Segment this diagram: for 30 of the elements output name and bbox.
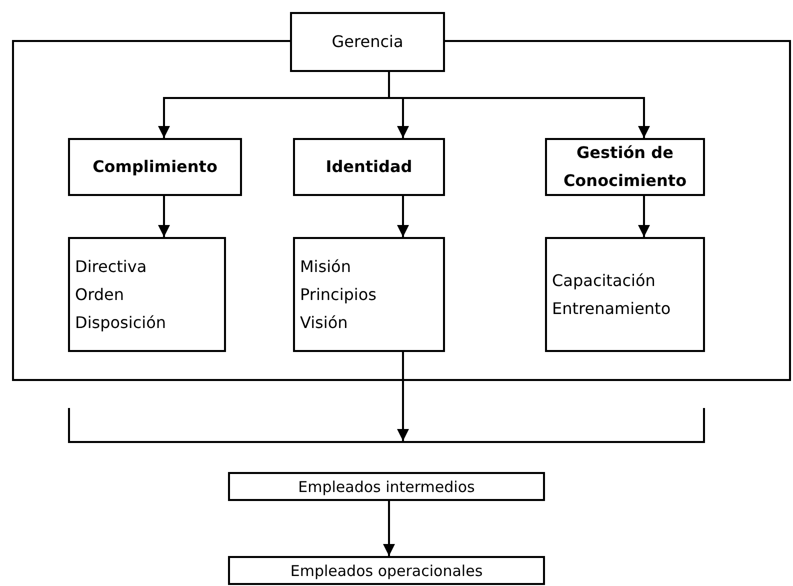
- arrow: [383, 501, 395, 556]
- box-label: Empleados intermedios: [298, 476, 475, 498]
- list-box: [68, 237, 226, 352]
- process-box: [290, 12, 445, 72]
- arrow: [638, 196, 650, 237]
- process-box: [68, 138, 242, 196]
- list-item: Orden: [75, 284, 124, 306]
- arrow: [397, 196, 409, 237]
- arrow: [388, 72, 650, 138]
- list-item: Principios: [300, 284, 376, 306]
- process-box: [228, 472, 545, 501]
- box-label: Identidad: [326, 156, 412, 178]
- list-item: Entrenamiento: [552, 298, 671, 320]
- list-item: Disposición: [75, 312, 166, 334]
- bracket: [68, 408, 705, 443]
- process-box: [293, 138, 445, 196]
- list-item: Visión: [300, 312, 348, 334]
- list-box: [545, 237, 705, 352]
- arrow: [397, 352, 409, 441]
- process-box: [545, 138, 705, 196]
- box-label: Gestión de Conocimiento: [562, 142, 688, 192]
- list-item: Capacitación: [552, 270, 656, 292]
- list-item: Misión: [300, 256, 351, 278]
- list-box: [293, 237, 445, 352]
- list-item: Directiva: [75, 256, 147, 278]
- process-box: [228, 556, 545, 585]
- box-label: Complimiento: [92, 156, 218, 178]
- arrow: [158, 196, 170, 237]
- box-label: Gerencia: [332, 31, 404, 53]
- box-label: Empleados operacionales: [290, 560, 483, 582]
